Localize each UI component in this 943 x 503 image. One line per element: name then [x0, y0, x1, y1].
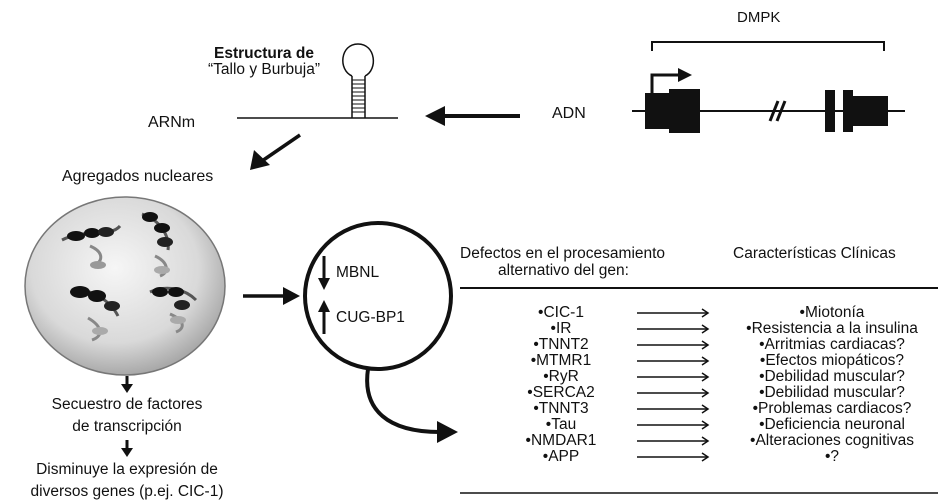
sequestration-line2: de transcripción [72, 418, 182, 435]
row-arrow [637, 324, 710, 334]
gene-cell: •TNNT3 [533, 400, 589, 417]
dmpk-gene [632, 41, 905, 133]
gene-cell: •APP [542, 448, 580, 465]
clinical-cell: •? [824, 448, 840, 465]
exon-4 [843, 90, 853, 132]
exon-2 [669, 89, 700, 133]
expression-line2: diversos genes (p.ej. CIC-1) [30, 483, 224, 500]
stem-loop-line1: Estructura de [214, 45, 314, 62]
dmpk-label: DMPK [737, 9, 781, 26]
mrna-stem-loop [237, 43, 398, 119]
row-arrow [637, 420, 710, 430]
table-right-header: Características Clínicas [733, 245, 896, 262]
aggregate-1 [61, 224, 122, 269]
left-header-line1: Defectos en el procesamiento [460, 245, 666, 262]
sequestration-line1: Secuestro de factores [51, 396, 203, 413]
aggregate-4 [149, 286, 198, 334]
aggregate-3 [70, 286, 120, 342]
protein-circle [303, 221, 453, 371]
aggregate-2 [141, 212, 173, 278]
expression-text: Disminuye la expresión de diversos genes… [0, 459, 254, 503]
down-arrow-1 [121, 376, 133, 393]
clinical-cell: •Miotonía [799, 304, 865, 321]
transcription-arrow [425, 106, 520, 126]
dmpk-bracket [651, 41, 885, 51]
gene-cell: •NMDAR1 [525, 432, 597, 449]
mbnl-label: MBNL [336, 264, 380, 281]
gene-column: •CIC-1 •IR •TNNT2 •MTMR1 •RyR •SERCA2 •T… [506, 305, 616, 465]
break-mark-1 [768, 100, 780, 122]
clinical-cell: •Efectos miopáticos? [759, 352, 905, 369]
row-arrow [637, 356, 710, 366]
row-arrows [637, 308, 710, 462]
sequestration-text: Secuestro de factores de transcripción [20, 394, 234, 438]
stem-loop-line2: “Tallo y Burbuja” [208, 61, 320, 78]
row-arrow [637, 340, 710, 350]
left-header-line2: alternativo del gen: [498, 262, 629, 279]
row-arrow [637, 308, 710, 318]
nucleus-body [24, 196, 226, 376]
table-left-header: Defectos en el procesamiento alternativo… [460, 245, 665, 279]
row-arrow [637, 388, 710, 398]
gene-cell: •TNNT2 [533, 336, 589, 353]
clinical-cell: •Alteraciones cognitivas [750, 432, 914, 449]
expression-line1: Disminuye la expresión de [36, 461, 218, 478]
gene-cell: •RyR [543, 368, 579, 385]
clinical-cell: •Problemas cardiacos? [752, 400, 912, 417]
adn-label: ADN [552, 105, 586, 122]
stem-loop-bubble [342, 43, 374, 77]
break-mark-2 [775, 100, 787, 122]
row-arrow [637, 436, 710, 446]
gene-cell: •IR [550, 320, 572, 337]
promoter-arrowhead [678, 68, 692, 82]
clinical-column: •Miotonía •Resistencia a la insulina •Ar… [724, 305, 940, 465]
gene-cell: •Tau [545, 416, 577, 433]
row-arrow [637, 452, 710, 462]
down-arrow-2 [121, 440, 133, 457]
stem-loop-title: Estructura de “Tallo y Burbuja” [190, 46, 338, 78]
aggregates-label: Agregados nucleares [62, 168, 214, 185]
clinical-cell: •Deficiencia neuronal [759, 416, 905, 433]
row-arrow [637, 372, 710, 382]
nucleus [24, 196, 226, 376]
arnm-label: ARNm [148, 114, 196, 131]
clinical-cell: •Debilidad muscular? [759, 368, 905, 385]
exon-1 [645, 93, 669, 129]
cugbp1-label: CUG-BP1 [336, 309, 405, 326]
clinical-cell: •Arritmias cardiacas? [759, 336, 905, 353]
aggregation-arrow [250, 133, 301, 170]
curved-arrow [365, 368, 458, 443]
row-arrow [637, 404, 710, 414]
exon-3 [825, 90, 835, 132]
exon-5 [853, 96, 888, 126]
gene-cell: •SERCA2 [527, 384, 595, 401]
clinical-cell: •Debilidad muscular? [759, 384, 905, 401]
sequestration-arrow [243, 287, 300, 305]
gene-cell: •MTMR1 [530, 352, 592, 369]
gene-cell: •CIC-1 [538, 304, 584, 321]
clinical-cell: •Resistencia a la insulina [746, 320, 918, 337]
